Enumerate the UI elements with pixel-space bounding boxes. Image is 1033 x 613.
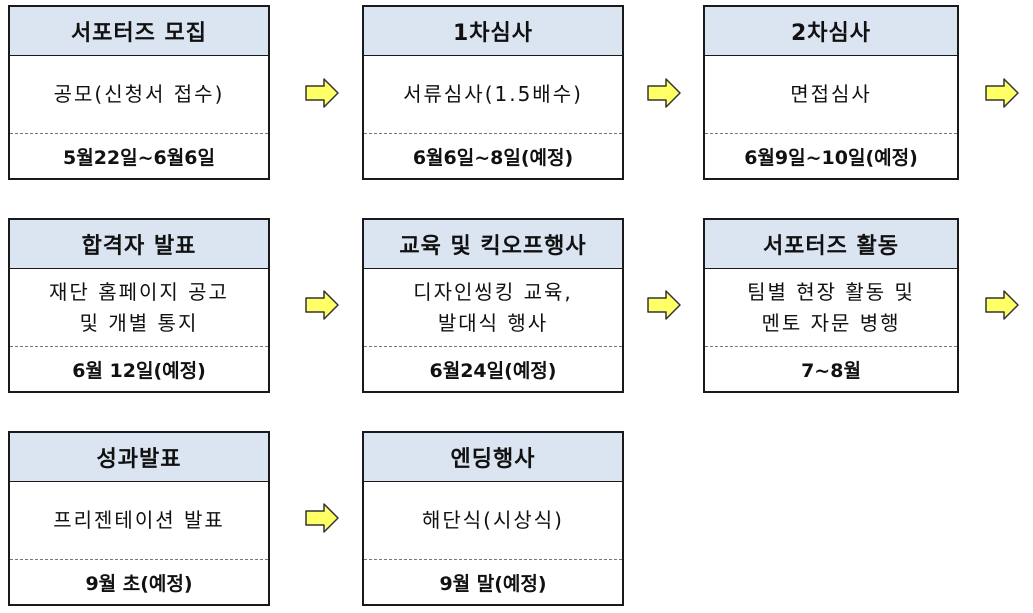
right-arrow-icon bbox=[985, 290, 1019, 320]
step-description-line: 면접심사 bbox=[790, 82, 872, 106]
step-title: 서포터즈 모집 bbox=[10, 7, 268, 56]
step-title: 성과발표 bbox=[10, 433, 268, 482]
step-date: 7~8월 bbox=[801, 359, 861, 382]
step-description-line: 재단 홈페이지 공고 bbox=[49, 279, 229, 304]
step-description: 디자인씽킹 교육, 발대식 행사 bbox=[364, 269, 622, 347]
right-arrow-icon bbox=[647, 78, 681, 108]
right-arrow-icon bbox=[985, 78, 1019, 108]
step-box-7: 성과발표 프리젠테이션 발표 9월 초(예정) bbox=[8, 431, 270, 606]
step-date: 9월 초(예정) bbox=[85, 572, 193, 595]
step-box-8: 엔딩행사 해단식(시상식) 9월 말(예정) bbox=[362, 431, 624, 606]
right-arrow-icon bbox=[305, 503, 339, 533]
step-description-line: 공모(신청서 접수) bbox=[53, 82, 225, 106]
step-title: 엔딩행사 bbox=[364, 433, 622, 482]
step-description-line: 멘토 자문 병행 bbox=[761, 310, 901, 335]
step-box-6: 서포터즈 활동 팀별 현장 활동 및 멘토 자문 병행 7~8월 bbox=[703, 218, 959, 393]
step-box-5: 교육 및 킥오프행사 디자인씽킹 교육, 발대식 행사 6월24일(예정) bbox=[362, 218, 624, 393]
step-box-3: 2차심사 면접심사 6월9일~10일(예정) bbox=[703, 5, 959, 180]
step-description: 면접심사 bbox=[705, 56, 957, 134]
step-description-line: 팀별 현장 활동 및 bbox=[747, 279, 915, 304]
step-description: 서류심사(1.5배수) bbox=[364, 56, 622, 134]
step-date: 6월9일~10일(예정) bbox=[744, 146, 918, 169]
step-description: 프리젠테이션 발표 bbox=[10, 482, 268, 560]
step-description: 해단식(시상식) bbox=[364, 482, 622, 560]
step-date: 6월 12일(예정) bbox=[72, 359, 206, 382]
step-date: 6월24일(예정) bbox=[429, 359, 557, 382]
step-box-1: 서포터즈 모집 공모(신청서 접수) 5월22일~6월6일 bbox=[8, 5, 270, 180]
step-description-line: 프리젠테이션 발표 bbox=[53, 508, 225, 532]
step-title: 1차심사 bbox=[364, 7, 622, 56]
step-description-line: 해단식(시상식) bbox=[421, 508, 564, 532]
step-date: 9월 말(예정) bbox=[439, 572, 547, 595]
step-date: 5월22일~6월6일 bbox=[63, 146, 215, 169]
step-box-4: 합격자 발표 재단 홈페이지 공고 및 개별 통지 6월 12일(예정) bbox=[8, 218, 270, 393]
step-description-line: 및 개별 통지 bbox=[79, 310, 199, 335]
step-title: 서포터즈 활동 bbox=[705, 220, 957, 269]
step-title: 합격자 발표 bbox=[10, 220, 268, 269]
step-description-line: 디자인씽킹 교육, bbox=[413, 279, 573, 304]
step-title: 2차심사 bbox=[705, 7, 957, 56]
step-description-line: 서류심사(1.5배수) bbox=[403, 82, 583, 106]
step-box-2: 1차심사 서류심사(1.5배수) 6월6일~8일(예정) bbox=[362, 5, 624, 180]
step-description: 공모(신청서 접수) bbox=[10, 56, 268, 134]
step-description: 팀별 현장 활동 및 멘토 자문 병행 bbox=[705, 269, 957, 347]
right-arrow-icon bbox=[305, 78, 339, 108]
right-arrow-icon bbox=[647, 290, 681, 320]
step-description: 재단 홈페이지 공고 및 개별 통지 bbox=[10, 269, 268, 347]
right-arrow-icon bbox=[305, 290, 339, 320]
step-title: 교육 및 킥오프행사 bbox=[364, 220, 622, 269]
step-description-line: 발대식 행사 bbox=[437, 310, 549, 335]
step-date: 6월6일~8일(예정) bbox=[412, 146, 574, 169]
